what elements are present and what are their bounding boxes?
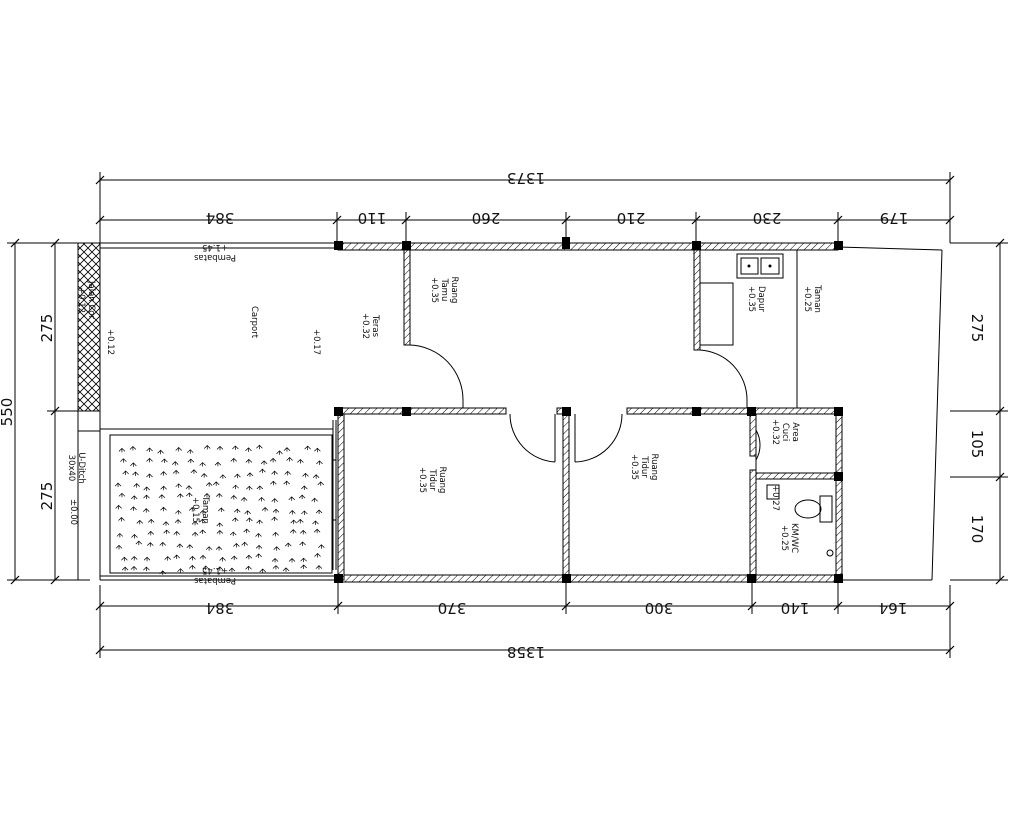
dim-top-seg: 179 bbox=[880, 209, 909, 227]
dim-bottom-seg: 164 bbox=[879, 599, 908, 617]
dim-bottom-seg: 300 bbox=[645, 599, 674, 617]
level-012: +0.12 bbox=[105, 329, 115, 355]
dim-top-seg: 230 bbox=[753, 209, 782, 227]
dapur-level: +0.35 bbox=[746, 286, 756, 312]
taman-right-label: Taman bbox=[812, 284, 822, 313]
dim-top-total: 1373 bbox=[507, 169, 545, 187]
teras-level: +0.32 bbox=[360, 313, 370, 339]
dim-bottom-seg: 370 bbox=[438, 599, 467, 617]
dim-left-seg: 275 bbox=[38, 314, 56, 343]
taman-left-level: +0.15 bbox=[190, 497, 200, 523]
ruang-tamu-level: +0.35 bbox=[429, 277, 439, 303]
jalan-cor-level: +0.12 bbox=[76, 287, 86, 313]
room-labels: Pembatas +1.45 Pembatas +1.45 Jalan Cor … bbox=[66, 242, 822, 585]
dim-bottom-total: 1358 bbox=[507, 643, 545, 661]
dim-top-seg: 210 bbox=[617, 209, 646, 227]
dim-top-seg: 260 bbox=[472, 209, 501, 227]
pembatas-top-level: +1.45 bbox=[202, 242, 228, 252]
teras-label: Teras bbox=[370, 314, 380, 338]
dim-top-seg: 110 bbox=[358, 209, 387, 227]
area-cuci-label: Cuci bbox=[780, 423, 790, 441]
pembatas-bottom-level: +1.45 bbox=[202, 565, 228, 575]
area-cuci-level: +0.32 bbox=[770, 419, 780, 445]
dim-bottom-seg: 384 bbox=[206, 599, 235, 617]
doors bbox=[409, 344, 761, 470]
kitchen-counter bbox=[699, 250, 784, 346]
windows bbox=[332, 420, 337, 570]
dimension-labels: 1373 384 110 260 210 230 179 384 370 300… bbox=[0, 169, 986, 661]
jalan-cor-strip bbox=[77, 242, 101, 412]
taman-left-label: Taman bbox=[200, 495, 210, 524]
pembatas-bottom-label: Pembatas bbox=[193, 575, 235, 585]
dapur-label: Dapur bbox=[756, 286, 766, 313]
level-027: +0.27 bbox=[770, 485, 780, 511]
ruang-tidur-1-label: Tidur bbox=[427, 468, 437, 491]
u-ditch-label: U-Ditch bbox=[76, 452, 86, 484]
ruang-tidur-2-label: Ruang bbox=[649, 454, 659, 481]
dim-left-seg: 275 bbox=[38, 482, 56, 511]
u-ditch-size: 30x40 bbox=[66, 455, 76, 482]
ruang-tamu-label: Tamu bbox=[439, 278, 449, 302]
level-000: ±0.00 bbox=[68, 499, 78, 525]
area-cuci-label: Area bbox=[790, 422, 800, 442]
dim-right-seg: 105 bbox=[968, 430, 986, 459]
level-017: +0.17 bbox=[311, 329, 321, 355]
carport-label: Carport bbox=[249, 306, 259, 339]
ruang-tidur-2-label: Tidur bbox=[639, 455, 649, 478]
dim-bottom-seg: 140 bbox=[781, 599, 810, 617]
kmwc-label: KM/WC bbox=[789, 523, 799, 553]
jalan-cor-label: Jalan Cor bbox=[86, 280, 96, 320]
dim-top-seg: 384 bbox=[206, 209, 235, 227]
kmwc-level: +0.25 bbox=[779, 525, 789, 551]
taman-left-garden bbox=[109, 434, 333, 575]
toilet-fixture bbox=[766, 484, 834, 557]
columns bbox=[334, 237, 843, 583]
dim-right-seg: 170 bbox=[968, 515, 986, 544]
ruang-tidur-1-label: Ruang bbox=[437, 467, 447, 494]
taman-right-level: +0.25 bbox=[802, 286, 812, 312]
ruang-tamu-label: Ruang bbox=[449, 277, 459, 304]
dim-left-total: 550 bbox=[0, 398, 16, 427]
ruang-tidur-1-level: +0.35 bbox=[417, 467, 427, 493]
dim-right-seg: 275 bbox=[968, 314, 986, 343]
pembatas-top-label: Pembatas bbox=[193, 252, 235, 262]
ruang-tidur-2-level: +0.35 bbox=[629, 454, 639, 480]
